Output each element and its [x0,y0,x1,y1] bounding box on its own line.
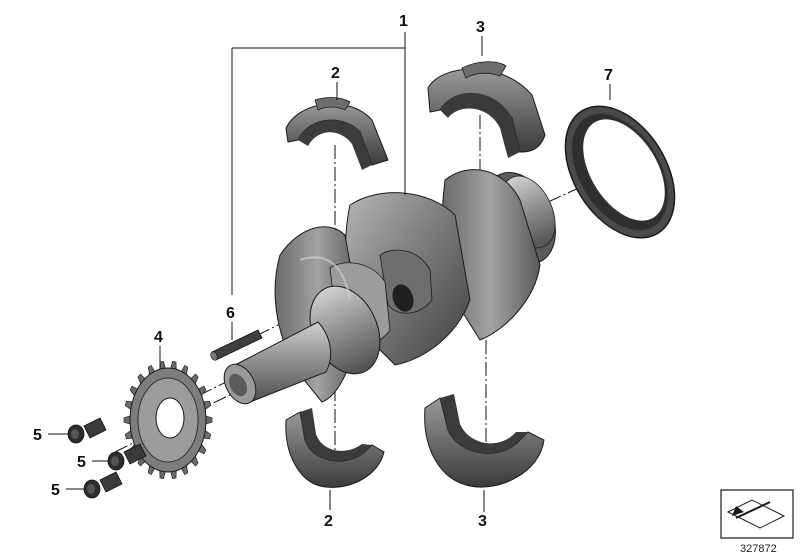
callout-7: 7 [604,67,613,84]
dowel-pin [210,329,263,361]
conrod-bearing-shell-bottom [285,408,385,488]
sprocket-tooth [205,415,213,425]
leader-lines [48,32,611,512]
callout-3-top: 3 [476,19,485,36]
callout-1: 1 [399,13,408,30]
callout-3-bottom: 3 [478,513,487,530]
callout-6: 6 [226,305,235,322]
shaft-seal-ring [564,105,676,239]
callout-2-top: 2 [331,65,340,82]
reference-number: 327872 [740,543,777,555]
callout-4: 4 [154,329,163,346]
callout-5-c: 5 [51,482,60,499]
sprocket-tooth [123,415,131,425]
callout-2-bottom: 2 [324,513,333,530]
callout-5-b: 5 [77,454,86,471]
main-bearing-shell-bottom [424,394,545,488]
screw-bottom [83,471,123,499]
sprocket [123,360,213,480]
arrow-view-icon [720,489,794,539]
main-bearing-shell-top [427,61,546,158]
screw-top [67,417,107,444]
crankshaft [223,169,556,405]
callout-5-a: 5 [33,427,42,444]
conrod-bearing-shell-top [285,97,389,170]
